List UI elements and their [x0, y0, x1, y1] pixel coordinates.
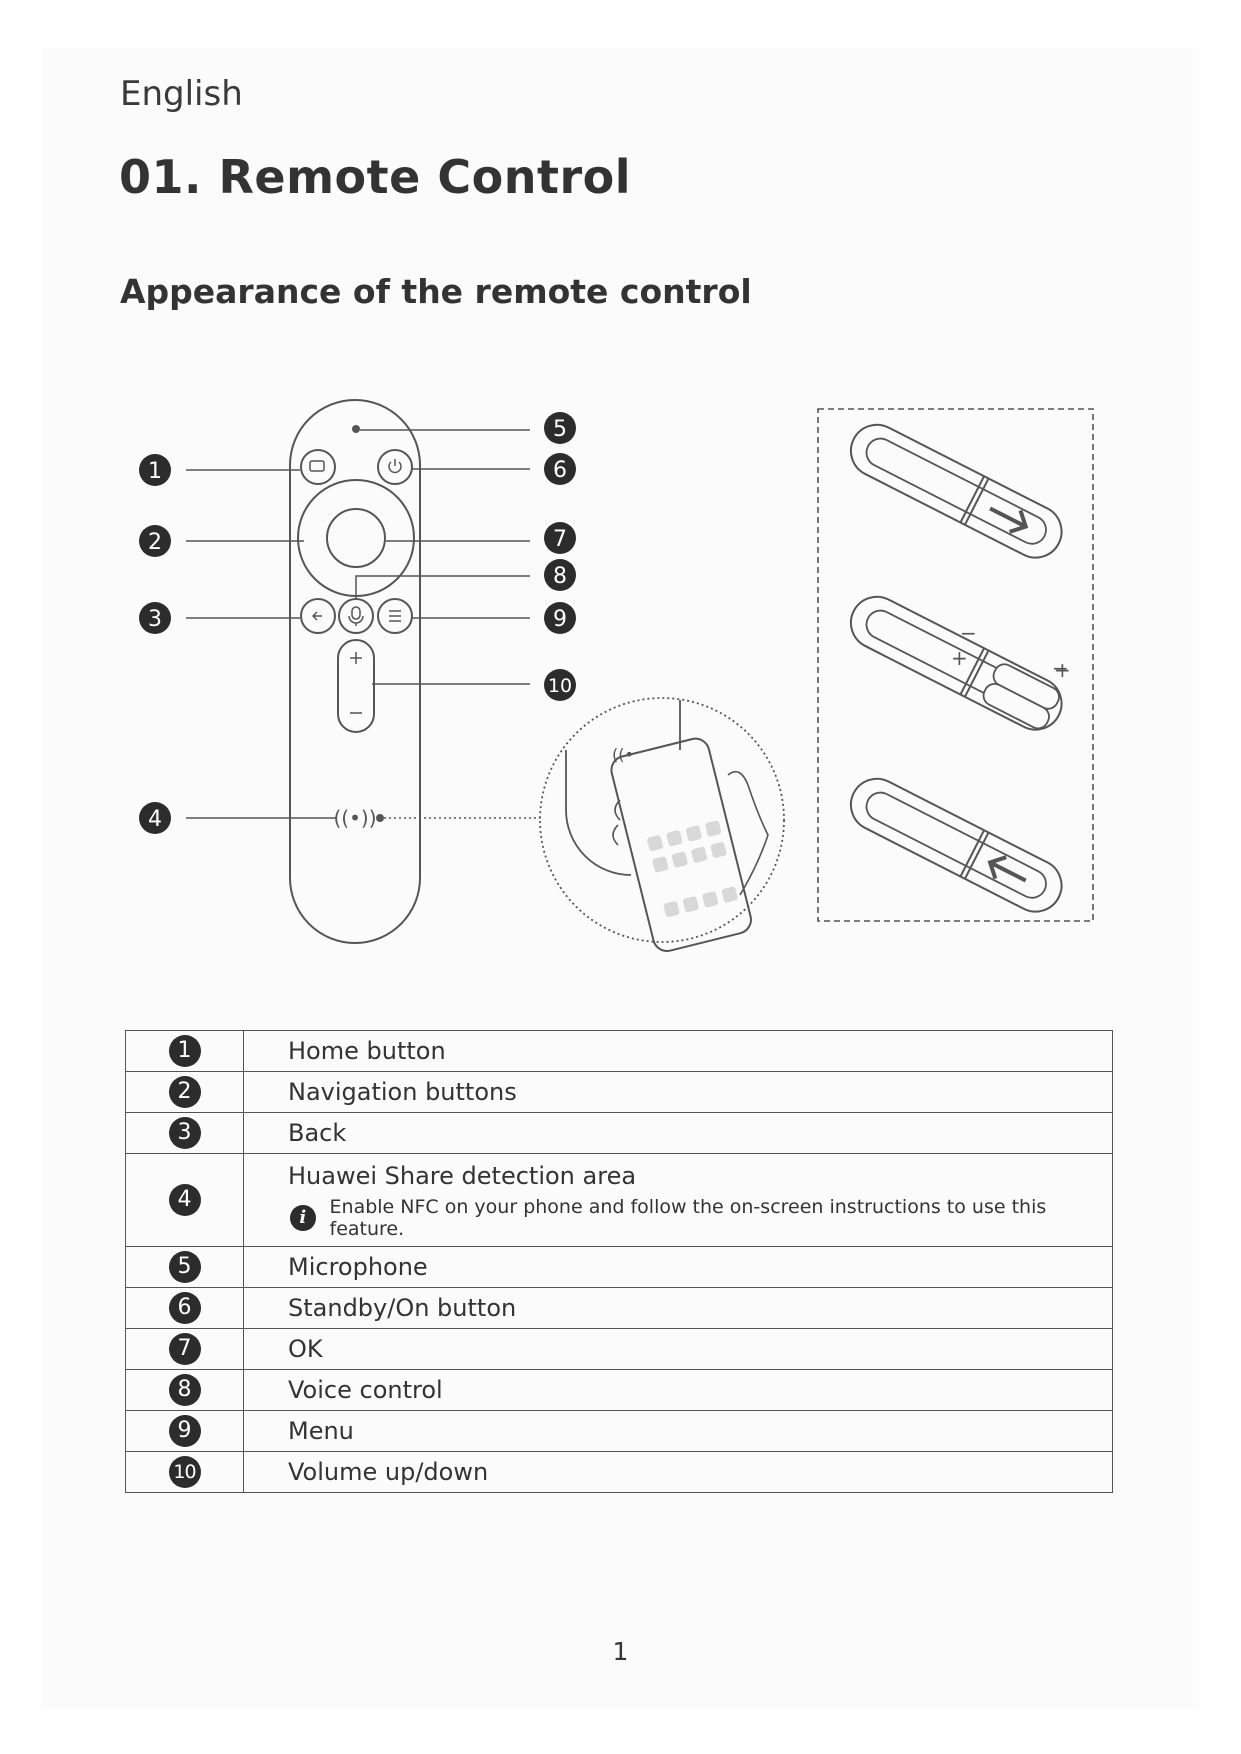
row-number-badge: 9	[168, 1415, 201, 1447]
row-number-badge: 3	[168, 1117, 201, 1149]
row-number-badge: 1	[168, 1035, 201, 1067]
microphone-hole	[352, 425, 360, 433]
volume-rocker-shape	[337, 639, 375, 733]
menu-button-shape	[377, 598, 413, 634]
svg-text:8: 8	[553, 564, 567, 589]
callout-6: 6	[544, 453, 576, 485]
svg-text:2: 2	[148, 530, 162, 555]
table-row: 7 OK	[125, 1328, 1113, 1370]
svg-text:1: 1	[148, 459, 162, 484]
table-row: 3 Back	[125, 1112, 1113, 1154]
svg-text:4: 4	[148, 807, 162, 832]
table-row: 6 Standby/On button	[125, 1287, 1113, 1329]
battery-steps-panel	[817, 408, 1094, 922]
row-label: Standby/On button	[243, 1287, 1113, 1329]
row-label: Huawei Share detection area	[288, 1162, 637, 1190]
callout-3: 3	[139, 602, 171, 634]
power-button-shape	[377, 449, 413, 485]
svg-text:5: 5	[553, 417, 567, 442]
row-label: Volume up/down	[243, 1451, 1113, 1493]
svg-text:3: 3	[148, 607, 162, 632]
section-title: Appearance of the remote control	[120, 272, 752, 311]
ok-button-shape	[326, 508, 386, 568]
battery-step-2	[849, 595, 1063, 731]
svg-text:+: +	[1054, 658, 1071, 682]
row-label: OK	[243, 1328, 1113, 1370]
table-row: 2 Navigation buttons	[125, 1071, 1113, 1113]
callout-1: 1	[139, 454, 171, 486]
callout-10: 10	[544, 669, 576, 701]
row-number-badge: 8	[168, 1374, 201, 1406]
battery-step-1	[849, 423, 1063, 559]
info-icon: i	[290, 1205, 316, 1231]
svg-text:+: +	[951, 646, 968, 670]
phone-illustration	[610, 737, 752, 953]
table-row: 8 Voice control	[125, 1369, 1113, 1411]
table-row: 5 Microphone	[125, 1246, 1113, 1288]
home-button-shape	[300, 449, 336, 485]
battery-step-3	[849, 777, 1063, 913]
callout-4: 4	[139, 802, 171, 834]
row-number-badge: 6	[168, 1292, 201, 1324]
row-label: Navigation buttons	[243, 1071, 1113, 1113]
svg-text:6: 6	[553, 458, 567, 483]
row-number-badge: 5	[168, 1251, 201, 1283]
nfc-note-text: Enable NFC on your phone and follow the …	[329, 1196, 1047, 1240]
svg-text:((•: ((•	[612, 745, 634, 764]
row-number-badge: 7	[168, 1333, 201, 1365]
row-number-badge: 4	[168, 1184, 201, 1216]
table-row: 1 Home button	[125, 1030, 1113, 1072]
remote-body	[289, 399, 421, 944]
svg-text:10: 10	[548, 675, 572, 697]
table-row: 10 Volume up/down	[125, 1451, 1113, 1493]
table-row: 9 Menu	[125, 1410, 1113, 1452]
callout-7: 7	[544, 522, 576, 554]
callout-2: 2	[139, 525, 171, 557]
svg-text:−: −	[1052, 656, 1069, 680]
svg-text:9: 9	[553, 607, 567, 632]
row-label: Voice control	[243, 1369, 1113, 1411]
page-number: 1	[612, 1637, 629, 1666]
row-number-badge: 10	[168, 1456, 201, 1488]
page-title: 01. Remote Control	[119, 150, 632, 204]
back-button-shape	[300, 598, 336, 634]
svg-text:7: 7	[553, 527, 567, 552]
callout-5: 5	[544, 412, 576, 444]
nfc-detail-circle	[539, 697, 785, 943]
row-label: Home button	[243, 1030, 1113, 1072]
svg-text:−: −	[960, 621, 977, 645]
legend-table: 1 Home button 2 Navigation buttons 3 Bac…	[125, 1030, 1113, 1493]
row-number-badge: 2	[168, 1076, 201, 1108]
svg-text:((•)): ((•))	[333, 806, 376, 830]
nfc-note: i Enable NFC on your phone and follow th…	[288, 1196, 1112, 1240]
voice-button-shape	[338, 598, 374, 634]
table-row: 4 Huawei Share detection area i Enable N…	[125, 1153, 1113, 1247]
row-label: Back	[243, 1112, 1113, 1154]
row-label: Microphone	[243, 1246, 1113, 1288]
remote-control-diagram: ((•)) ((•	[139, 399, 1094, 953]
language-label: English	[120, 74, 243, 114]
callout-9: 9	[544, 602, 576, 634]
row-label: Menu	[243, 1410, 1113, 1452]
callout-8: 8	[544, 559, 576, 591]
